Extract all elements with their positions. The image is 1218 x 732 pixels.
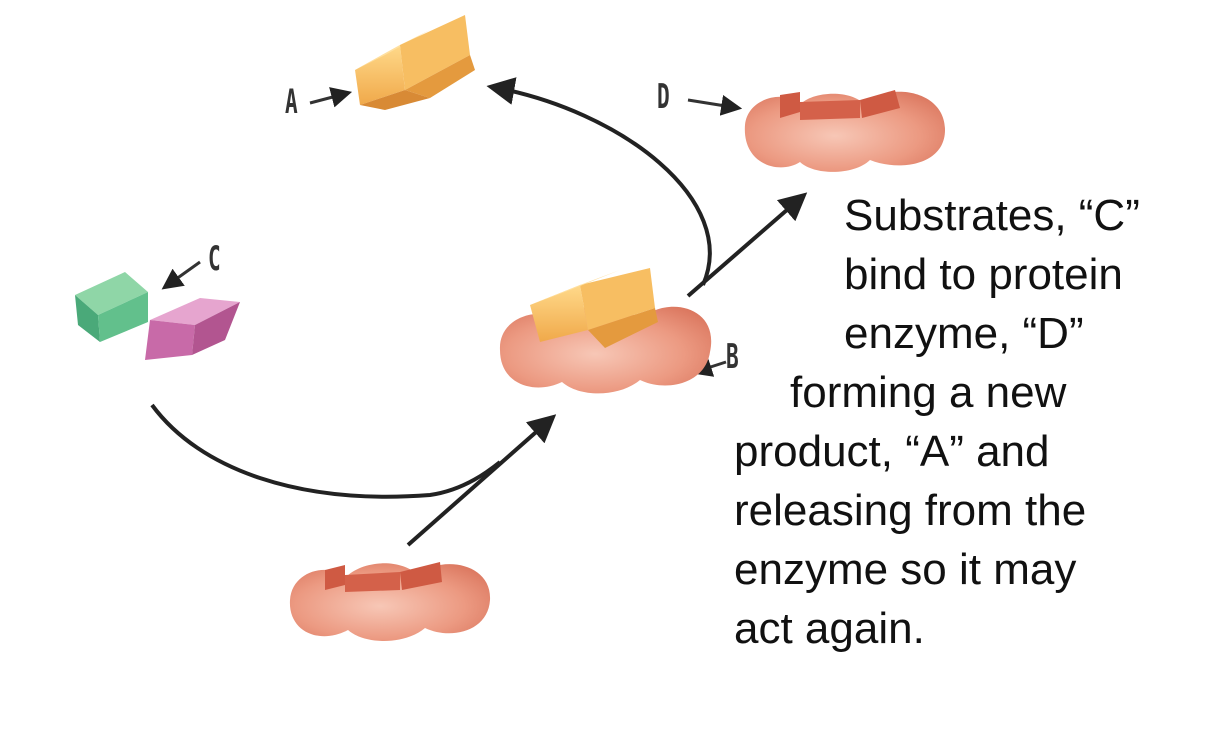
product-a-shape <box>355 15 475 110</box>
caption-line: enzyme, “D” <box>844 309 1084 358</box>
caption-line: Substrates, “C” <box>844 191 1140 240</box>
enzyme-d-shape <box>744 90 945 172</box>
label-a: A <box>285 82 298 122</box>
caption-line: bind to protein <box>844 250 1123 299</box>
caption-line: enzyme so it may <box>734 545 1077 594</box>
substrate-pink-shape <box>145 298 240 360</box>
caption-line: product, “A” and <box>734 427 1050 476</box>
label-d-pointer <box>687 94 743 116</box>
caption-line: forming a new <box>790 368 1067 417</box>
complex-to-product-arrow <box>486 77 712 286</box>
caption-text: Substrates, “C” bind to protein enzyme, … <box>722 186 1192 658</box>
enzyme-substrate-complex-b-shape <box>499 268 712 394</box>
cycle-arrow-substrate-to-enzyme <box>150 403 502 499</box>
caption-line: releasing from the <box>734 486 1087 535</box>
label-c: C <box>208 239 221 279</box>
label-c-pointer <box>161 260 201 290</box>
label-d: D <box>657 77 670 117</box>
label-a-pointer <box>309 87 353 108</box>
enzyme-to-complex-arrow <box>406 414 557 547</box>
caption-line: act again. <box>734 604 925 653</box>
substrate-green-shape <box>75 272 148 342</box>
complex-to-enzyme-release-arrow <box>686 192 808 298</box>
free-enzyme-shape <box>289 562 491 642</box>
label-b: B <box>726 337 739 377</box>
